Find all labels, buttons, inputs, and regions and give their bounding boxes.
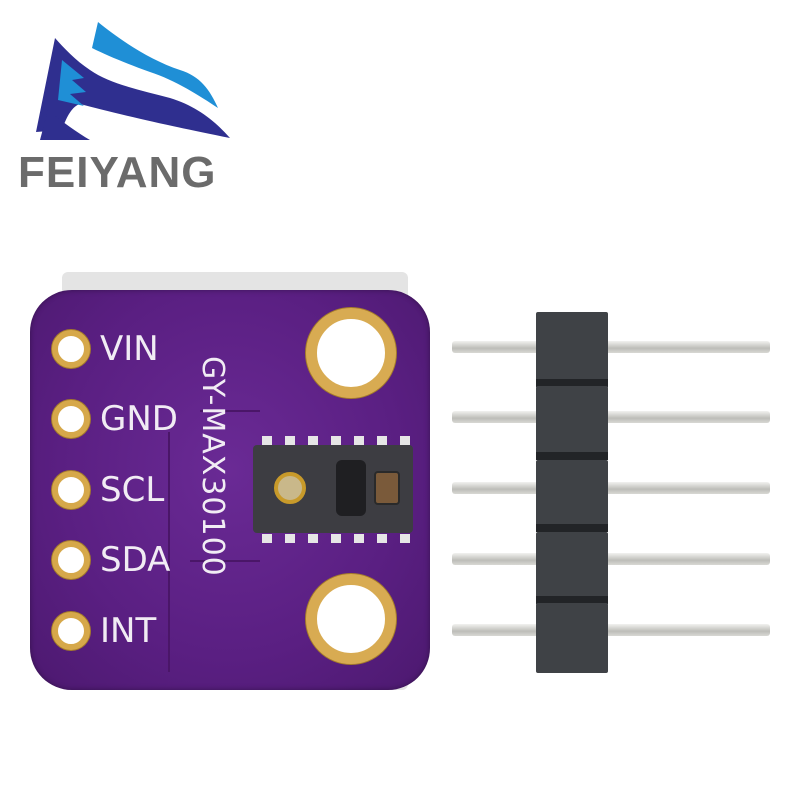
chip-pin [308, 436, 318, 445]
pin-pad-sda [52, 541, 90, 579]
chip-pin [285, 436, 295, 445]
chip-pin [262, 436, 272, 445]
header-pin-1 [452, 341, 770, 353]
pin-label-gnd: GND [100, 399, 178, 439]
header-divider [536, 524, 608, 532]
pin-pad-scl [52, 471, 90, 509]
pin-label-scl: SCL [100, 470, 165, 510]
chip-pin [285, 534, 295, 543]
chip-pin [400, 534, 410, 543]
chip-pin [354, 436, 364, 445]
pcb-trace [190, 560, 260, 562]
header-housing-2 [536, 386, 608, 456]
pcb-trace [200, 410, 260, 412]
brand-logo: FEIYANG [0, 0, 260, 210]
chip-pin [377, 534, 387, 543]
chip-pin [308, 534, 318, 543]
photodiode-icon [274, 472, 306, 504]
header-housing-5 [536, 603, 608, 673]
header-housing-1 [536, 312, 608, 382]
pin-label-vin: VIN [100, 329, 159, 369]
led-emitter-icon [374, 471, 400, 505]
header-housing-4 [536, 532, 608, 602]
brand-name: FEIYANG [18, 148, 217, 197]
pin-label-sda: SDA [100, 540, 171, 580]
chip-pin [377, 436, 387, 445]
board-model-label: GY-MAX30100 [195, 356, 230, 577]
header-pin-3 [452, 482, 770, 494]
pin-pad-gnd [52, 400, 90, 438]
header-pin-5 [452, 624, 770, 636]
chip-pin [354, 534, 364, 543]
header-pin-4 [452, 553, 770, 565]
chip-pin [331, 534, 341, 543]
header-divider [536, 452, 608, 460]
chip-pin [262, 534, 272, 543]
chip-pin [400, 436, 410, 445]
mountain-flag-icon [36, 22, 230, 140]
pin-pad-vin [52, 330, 90, 368]
header-housing-3 [536, 460, 608, 530]
pcb-trace [168, 432, 170, 672]
header-divider [536, 379, 608, 387]
mounting-hole-top [306, 308, 396, 398]
pin-label-int: INT [100, 611, 157, 651]
header-pin-2 [452, 411, 770, 423]
header-divider [536, 596, 608, 604]
pin-pad-int [52, 612, 90, 650]
sensor-window [336, 460, 366, 516]
mounting-hole-bottom [306, 574, 396, 664]
chip-pin [331, 436, 341, 445]
